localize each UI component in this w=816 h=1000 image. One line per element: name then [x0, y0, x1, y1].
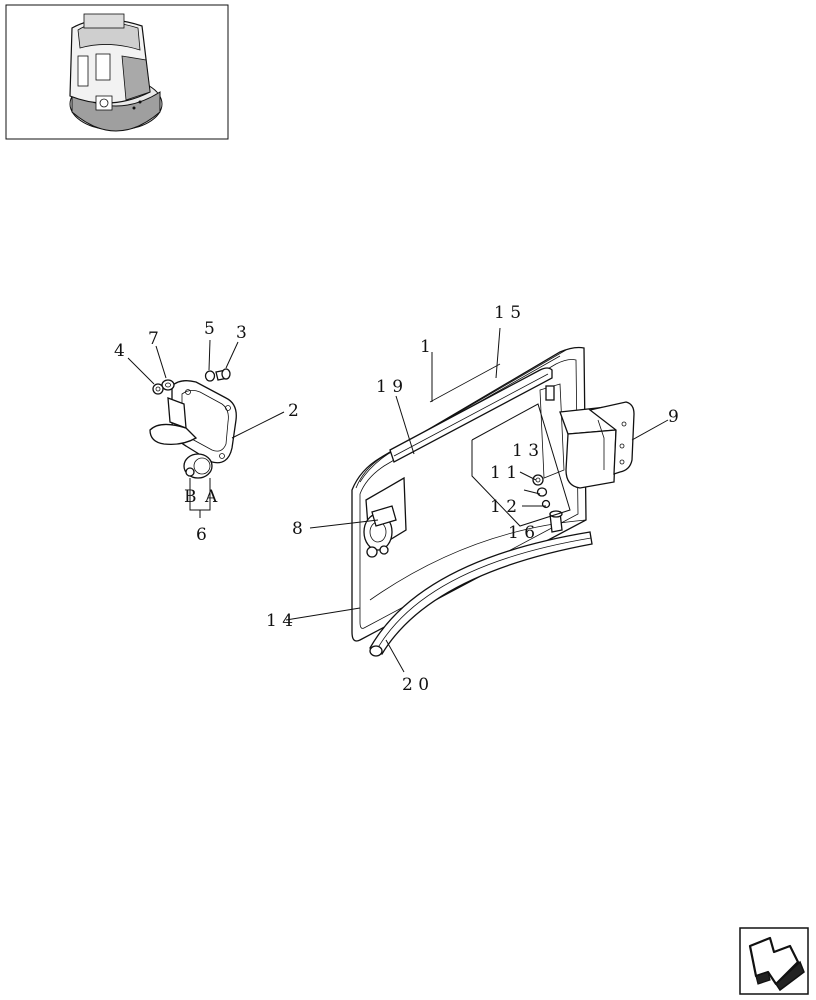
callout-2: 2	[288, 401, 299, 421]
callout-6: 6	[196, 525, 207, 545]
callout-7: 7	[148, 329, 159, 349]
callout-labels: 1 2 3 4 5 6 7 8 9 1 1 1 2 1 3 1 4 1 5 1 …	[114, 303, 679, 695]
callout-B: B	[184, 487, 197, 507]
machine-cab-thumbnail-icon	[69, 13, 163, 132]
leader-lines	[127, 327, 669, 673]
locator-thumbnail[interactable]	[5, 4, 229, 140]
callout-A: A	[204, 487, 218, 507]
seal-strip	[369, 531, 593, 657]
callout-20: 2 0	[402, 675, 429, 695]
callout-9: 9	[668, 407, 679, 427]
callout-11: 1 1	[490, 463, 517, 483]
callout-15: 1 5	[494, 303, 521, 323]
callout-14: 1 4	[266, 611, 293, 631]
door-hardware	[532, 474, 563, 533]
callout-3: 3	[236, 323, 247, 343]
next-page-arrow-icon	[748, 936, 805, 992]
callout-4: 4	[114, 341, 125, 361]
door-panel	[351, 346, 587, 642]
latch-assembly	[149, 368, 237, 479]
hinge-bracket	[559, 401, 635, 489]
callout-12: 1 2	[490, 497, 517, 517]
callout-13: 1 3	[512, 441, 539, 461]
callout-1: 1	[420, 337, 431, 357]
callout-5: 5	[204, 319, 215, 339]
callout-8: 8	[292, 519, 303, 539]
callout-19: 1 9	[376, 377, 403, 397]
next-page-nav[interactable]	[739, 927, 809, 995]
callout-16: 1 6	[508, 523, 535, 543]
